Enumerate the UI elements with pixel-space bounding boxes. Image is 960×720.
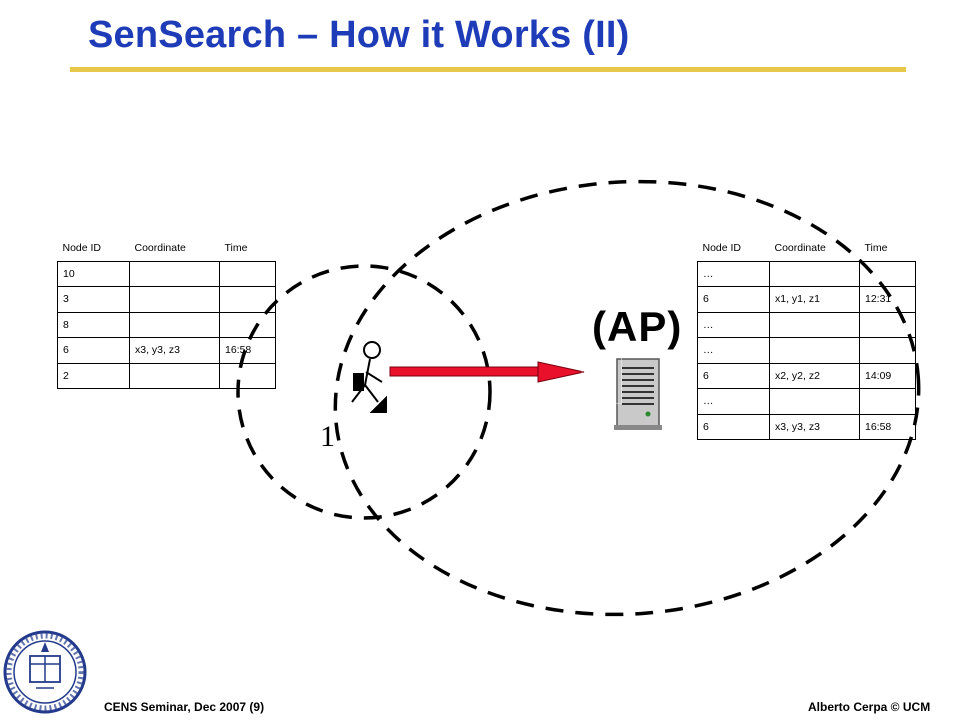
cell-node-id: … <box>697 337 770 364</box>
cell-time: 14:09 <box>859 362 916 389</box>
table-row: 8 <box>57 311 276 338</box>
running-person-icon <box>351 341 387 413</box>
cell-time <box>219 362 276 389</box>
table-header-row: Node ID Coordinate Time <box>57 236 276 262</box>
cell-time <box>219 260 276 287</box>
footer-author: Alberto Cerpa © UCM <box>808 700 931 714</box>
header-coordinate: Coordinate <box>769 236 860 262</box>
server-tower-icon <box>581 338 662 430</box>
node-range-circle <box>236 264 492 520</box>
cell-node-id: … <box>697 260 770 287</box>
cell-node-id: 8 <box>57 311 130 338</box>
cell-coordinate <box>769 311 860 338</box>
cell-node-id: 2 <box>57 362 130 389</box>
header-time: Time <box>219 236 276 262</box>
cell-time <box>859 337 916 364</box>
table-row: 6 x1, y1, z1 12:31 <box>697 286 916 313</box>
table-header-row: Node ID Coordinate Time <box>697 236 916 262</box>
header-coordinate: Coordinate <box>129 236 220 262</box>
header-node-id: Node ID <box>697 236 770 262</box>
node-cache-table-left: Node ID Coordinate Time 10 3 8 6 x3, y3,… <box>57 236 276 389</box>
cell-coordinate: x3, y3, z3 <box>129 337 220 364</box>
cell-time <box>219 311 276 338</box>
cell-coordinate <box>129 311 220 338</box>
footer-seminar: CENS Seminar, Dec 2007 (9) <box>104 700 265 714</box>
slide-title: SenSearch – How it Works (II) <box>88 14 630 56</box>
header-node-id: Node ID <box>57 236 130 262</box>
table-row: … <box>697 260 916 287</box>
table-row: 6 x2, y2, z2 14:09 <box>697 362 916 389</box>
table-row: 10 <box>57 260 276 287</box>
cell-time <box>859 311 916 338</box>
table-row: 2 <box>57 362 276 389</box>
cell-coordinate: x3, y3, z3 <box>769 413 860 440</box>
cell-node-id: 10 <box>57 260 130 287</box>
cell-time: 16:58 <box>219 337 276 364</box>
cell-coordinate <box>769 388 860 415</box>
cell-time <box>859 388 916 415</box>
cell-time: 12:31 <box>859 286 916 313</box>
cell-coordinate <box>769 337 860 364</box>
cell-coordinate <box>769 260 860 287</box>
cell-node-id: 6 <box>57 337 130 364</box>
cell-node-id: 6 <box>697 413 770 440</box>
cell-coordinate: x1, y1, z1 <box>769 286 860 313</box>
cell-node-id: … <box>697 311 770 338</box>
table-row: 6 x3, y3, z3 16:58 <box>697 413 916 440</box>
table-row: 6 x3, y3, z3 16:58 <box>57 337 276 364</box>
cell-coordinate: x2, y2, z2 <box>769 362 860 389</box>
header-time: Time <box>859 236 916 262</box>
cell-coordinate <box>129 286 220 313</box>
node-number-label: 1 <box>320 420 335 453</box>
university-of-california-seal-icon <box>3 630 87 714</box>
cell-time <box>859 260 916 287</box>
access-point-label: (AP) <box>592 303 683 350</box>
table-row: … <box>697 388 916 415</box>
ap-range-ellipse <box>333 179 921 617</box>
title-underline <box>70 67 906 72</box>
table-row: 3 <box>57 286 276 313</box>
table-row: … <box>697 311 916 338</box>
node-cache-table-right: Node ID Coordinate Time … 6 x1, y1, z1 1… <box>697 236 916 440</box>
cell-time <box>219 286 276 313</box>
cell-node-id: … <box>697 388 770 415</box>
cell-node-id: 3 <box>57 286 130 313</box>
cell-coordinate <box>129 362 220 389</box>
cell-coordinate <box>129 260 220 287</box>
cell-node-id: 6 <box>697 286 770 313</box>
transfer-arrow <box>389 361 585 383</box>
cell-node-id: 6 <box>697 362 770 389</box>
table-row: … <box>697 337 916 364</box>
cell-time: 16:58 <box>859 413 916 440</box>
